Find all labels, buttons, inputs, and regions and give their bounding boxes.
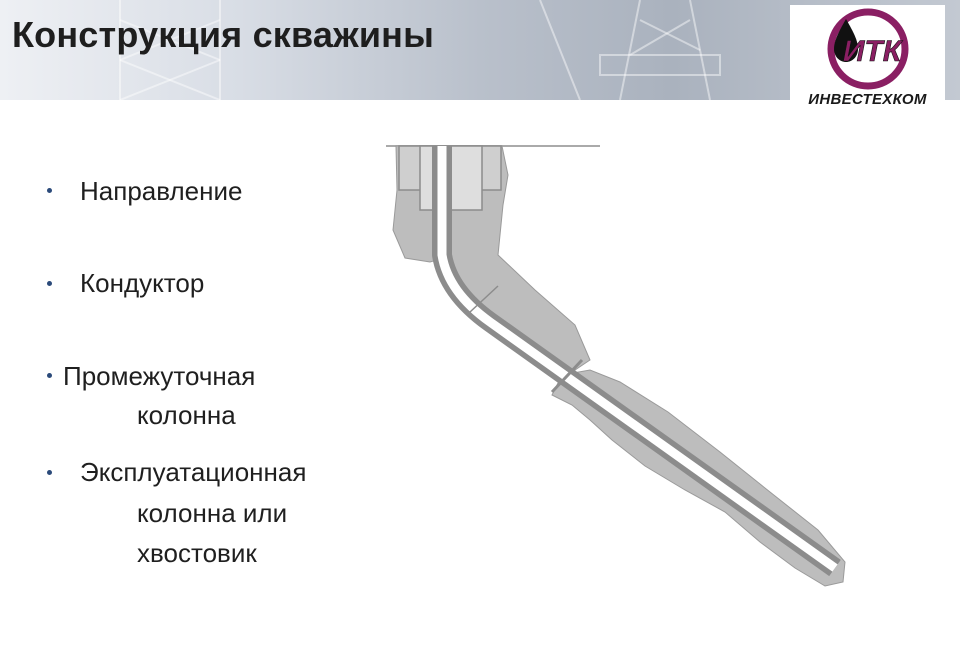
casing-shoe-line xyxy=(469,285,499,313)
logo-company-name: ИНВЕСТЕХКОМ xyxy=(808,91,927,108)
liner-hanger-line xyxy=(550,358,584,394)
bullet-icon xyxy=(47,470,52,475)
bullet-text: Эксплуатационная xyxy=(80,457,307,487)
bullet-text: Направление xyxy=(80,176,243,206)
page-title: Конструкция скважины xyxy=(12,14,435,55)
production-string-bore xyxy=(437,146,838,572)
bullet-text: Промежуточная xyxy=(63,361,256,391)
bullet-icon xyxy=(47,188,52,193)
bullet-icon xyxy=(47,281,52,286)
bullet-text: колонна или xyxy=(137,498,288,528)
bullet-icon xyxy=(47,373,52,378)
company-logo: ИТК ИНВЕСТЕХКОМ xyxy=(790,5,945,111)
bullet-text: хвостовик xyxy=(137,538,257,568)
bullet-list: Направление Кондуктор Промежуточная коло… xyxy=(0,0,400,648)
logo-mark: ИТК xyxy=(843,35,904,68)
bullet-text: колонна xyxy=(137,400,236,430)
bullet-text: Кондуктор xyxy=(80,268,205,298)
oil-rig-background-image xyxy=(119,0,721,100)
well-construction-diagram xyxy=(386,145,846,587)
itk-logo-icon: ИТК xyxy=(827,8,909,90)
